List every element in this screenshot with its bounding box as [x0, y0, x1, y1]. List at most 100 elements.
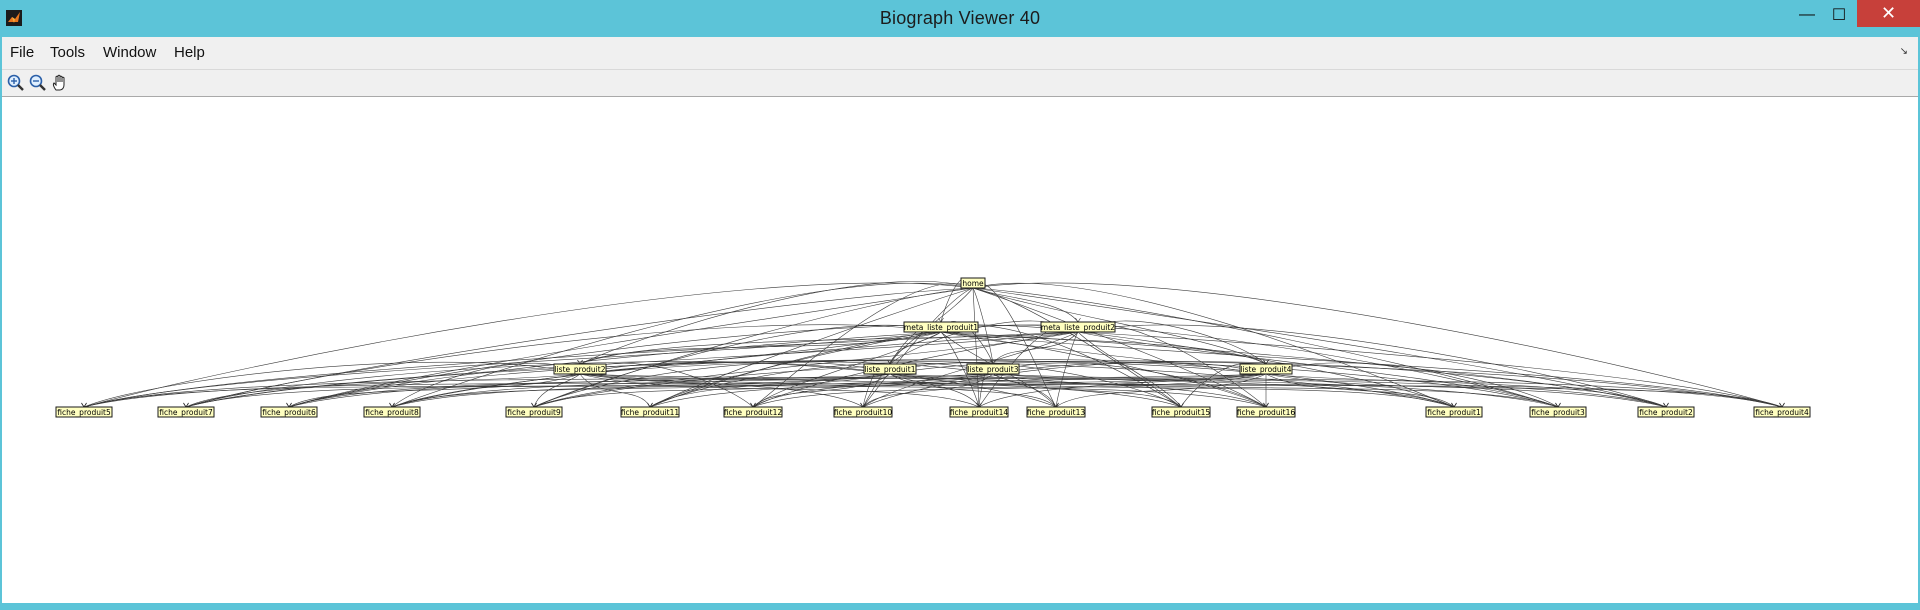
graph-edge	[288, 331, 942, 408]
graph-node-f6[interactable]: fiche_produit6	[260, 406, 318, 418]
node-box	[966, 363, 1020, 375]
node-box	[1040, 321, 1116, 333]
minimize-icon: —	[1799, 5, 1815, 23]
zoom-in-icon[interactable]	[6, 73, 26, 93]
graph-edge	[972, 287, 1267, 408]
graph-node-f14[interactable]: fiche_produit14	[949, 406, 1009, 418]
graph-edge	[1077, 331, 1783, 408]
graph-edge	[972, 287, 1559, 408]
graph-edge	[579, 359, 1783, 408]
graph-edge	[649, 373, 1267, 408]
node-label: fiche_produit12	[724, 408, 783, 417]
node-box	[1236, 406, 1296, 418]
node-label: liste_produit3	[968, 365, 1019, 374]
node-label: fiche_produit1	[1427, 408, 1481, 417]
graph-edge	[533, 287, 974, 408]
node-box	[863, 363, 917, 375]
graph-node-f1[interactable]: fiche_produit1	[1425, 406, 1483, 418]
node-box	[363, 406, 421, 418]
node-label: liste_produit1	[865, 365, 916, 374]
close-button[interactable]: ✕	[1857, 0, 1920, 27]
graph-node-f11[interactable]: fiche_produit11	[620, 406, 680, 418]
graph-node-liste4[interactable]: liste_produit4	[1239, 363, 1293, 375]
graph-edge	[185, 361, 891, 408]
graph-node-meta1[interactable]: meta_liste_produit1	[903, 321, 979, 333]
node-box	[55, 406, 113, 418]
graph-node-f8[interactable]: fiche_produit8	[363, 406, 421, 418]
graph-edge	[579, 281, 974, 365]
graph-edge	[1055, 373, 1267, 408]
graph-node-f3[interactable]: fiche_produit3	[1529, 406, 1587, 418]
close-icon: ✕	[1880, 3, 1897, 23]
graph-edge	[288, 373, 581, 408]
window-title: Biograph Viewer 40	[879, 8, 1041, 28]
node-label: liste_produit4	[1241, 365, 1292, 374]
node-box	[903, 321, 979, 333]
minimize-button[interactable]: —	[1784, 0, 1830, 29]
node-label: home	[962, 279, 984, 288]
node-label: fiche_produit6	[262, 408, 316, 417]
graph-edge	[185, 324, 942, 408]
graph-node-f13[interactable]: fiche_produit13	[1026, 406, 1086, 418]
graph-edge	[1265, 362, 1559, 408]
graph-edge	[579, 373, 651, 408]
graph-node-f12[interactable]: fiche_produit12	[723, 406, 783, 418]
graph-node-f4[interactable]: fiche_produit4	[1753, 406, 1811, 418]
pan-hand-icon[interactable]	[50, 73, 70, 93]
dock-arrow-icon[interactable]: ↘	[1899, 46, 1908, 57]
biograph-svg: home meta_liste_produit1 meta_liste_produi…	[55, 277, 1811, 418]
graph-node-f16[interactable]: fiche_produit16	[1236, 406, 1296, 418]
node-label: fiche_produit8	[365, 408, 419, 417]
graph-edge	[579, 331, 942, 365]
graph-edge	[992, 362, 1267, 408]
node-label: liste_produit2	[555, 365, 606, 374]
graph-node-f7[interactable]: fiche_produit7	[157, 406, 215, 418]
menu-help[interactable]: Help	[174, 44, 205, 61]
graph-node-liste1[interactable]: liste_produit1	[863, 363, 917, 375]
graph-node-f2[interactable]: fiche_produit2	[1637, 406, 1695, 418]
menu-tools[interactable]: Tools	[50, 44, 86, 61]
graph-edge	[579, 373, 1267, 408]
graph-edge	[752, 331, 942, 408]
graph-node-f9[interactable]: fiche_produit9	[505, 406, 563, 418]
graph-edge	[1077, 331, 1182, 408]
graph-node-f10[interactable]: fiche_produit10	[833, 406, 893, 418]
graph-edge	[533, 324, 942, 408]
node-box	[1529, 406, 1587, 418]
zoom-out-icon[interactable]	[28, 73, 48, 93]
graph-edge	[862, 362, 1267, 408]
graph-edge	[992, 373, 1182, 408]
graph-edge	[752, 331, 1079, 408]
node-label: fiche_produit10	[834, 408, 893, 417]
title-bar[interactable]: Biograph Viewer 40 — ☐ ✕	[0, 0, 1920, 37]
node-label: fiche_produit15	[1152, 408, 1211, 417]
node-box	[1753, 406, 1811, 418]
graph-edge	[649, 362, 994, 408]
graph-edge	[978, 373, 1267, 408]
graph-edge	[752, 283, 974, 408]
node-layer: home meta_liste_produit1 meta_liste_produi…	[55, 277, 1811, 418]
graph-node-f5[interactable]: fiche_produit5	[55, 406, 113, 418]
graph-node-liste3[interactable]: liste_produit3	[966, 363, 1020, 375]
graph-edge	[752, 373, 891, 408]
graph-edge	[752, 373, 1267, 408]
maximize-button[interactable]: ☐	[1816, 0, 1862, 29]
toolbar	[2, 70, 1918, 97]
node-box	[1026, 406, 1086, 418]
node-label: fiche_produit9	[507, 408, 561, 417]
graph-edge	[992, 373, 1559, 408]
node-box	[960, 277, 986, 289]
graph-edge	[1265, 373, 1455, 408]
node-label: fiche_produit2	[1639, 408, 1693, 417]
graph-node-liste2[interactable]: liste_produit2	[553, 363, 607, 375]
node-label: fiche_produit16	[1237, 408, 1296, 417]
graph-canvas[interactable]: home meta_liste_produit1 meta_liste_produi…	[2, 97, 1918, 603]
graph-node-f15[interactable]: fiche_produit15	[1151, 406, 1211, 418]
menu-window[interactable]: Window	[103, 44, 157, 61]
graph-edge	[288, 287, 974, 408]
menu-file[interactable]: File	[10, 44, 35, 61]
graph-edge	[391, 373, 994, 408]
graph-edge	[185, 359, 1267, 408]
graph-node-home[interactable]: home	[960, 277, 986, 289]
graph-node-meta2[interactable]: meta_liste_produit2	[1040, 321, 1116, 333]
